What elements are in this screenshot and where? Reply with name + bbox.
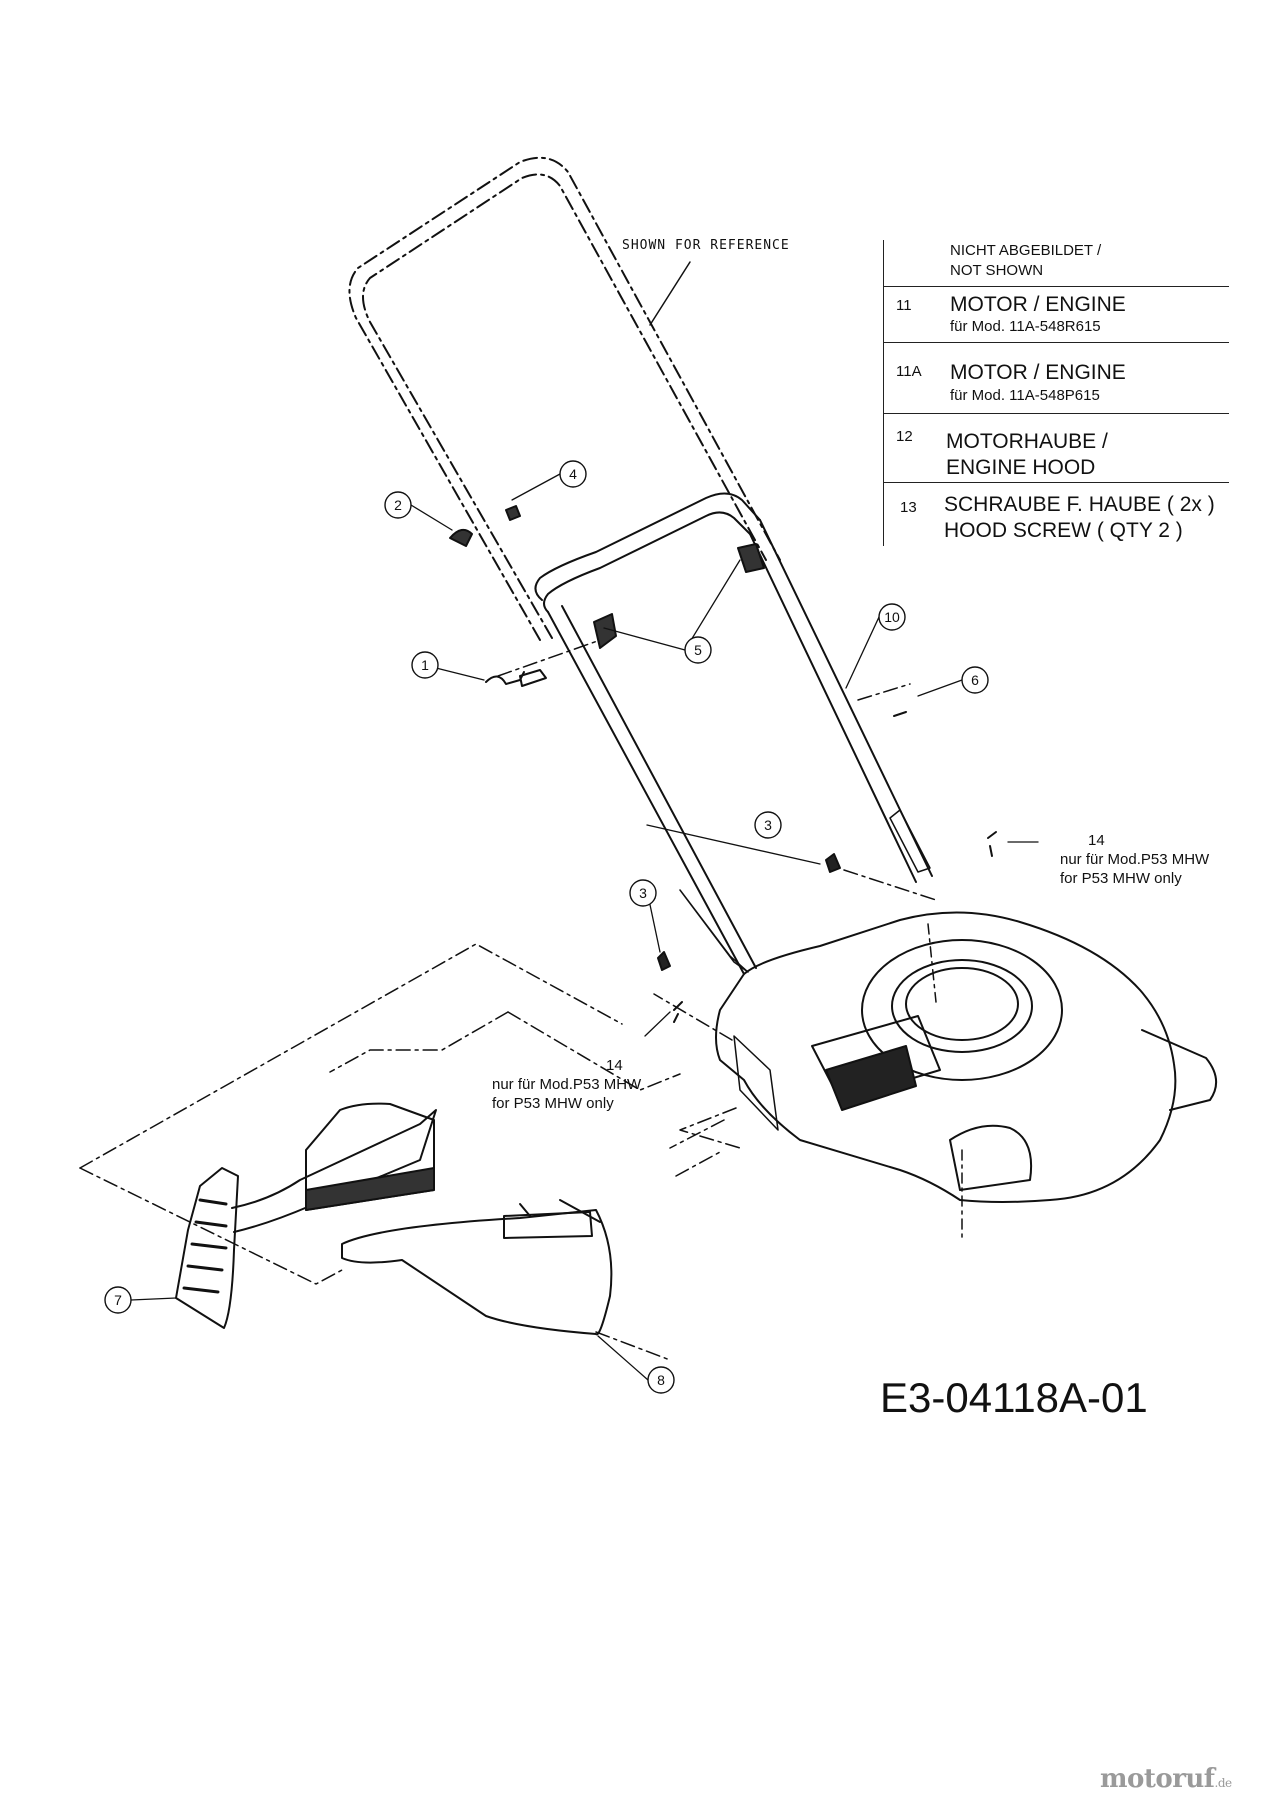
mower-deck	[715, 911, 1217, 1203]
grass-bag-frame	[175, 1102, 437, 1329]
part-number-1: 1	[421, 657, 429, 673]
upper-handle-reference	[348, 156, 781, 641]
legend-header-line2: NOT SHOWN	[950, 262, 1044, 279]
reference-leader	[649, 261, 691, 326]
part-bubble-10	[878, 603, 906, 631]
part-bubble-5	[684, 636, 712, 664]
part-number-10: 10	[884, 609, 900, 625]
legend-row-detail: ENGINE HOOD	[946, 456, 1096, 479]
legend-row-detail: HOOD SCREW ( QTY 2 )	[944, 519, 1183, 542]
legend-row-number: 11A	[896, 363, 922, 380]
callout-number: 14	[606, 1057, 623, 1074]
watermark-logo: motoruf.de	[1100, 1764, 1232, 1794]
part-number-4: 4	[569, 466, 577, 482]
legend-row-name: SCHRAUBE F. HAUBE ( 2x )	[944, 493, 1215, 516]
not-shown-legend: NICHT ABGEBILDET / NOT SHOWN 11 MOTOR / …	[883, 240, 1229, 546]
legend-row-13: 13 SCHRAUBE F. HAUBE ( 2x ) HOOD SCREW (…	[884, 483, 1229, 545]
part-bubble-2	[384, 491, 412, 519]
part-bubble-1	[411, 651, 439, 679]
leader-lines	[130, 473, 1039, 1381]
deflector	[341, 1199, 613, 1336]
legend-row-name: MOTOR / ENGINE	[950, 293, 1126, 316]
watermark-brand: motoruf	[1100, 1764, 1215, 1794]
part-bubble-8	[647, 1366, 675, 1394]
legend-header-line1: NICHT ABGEBILDET /	[950, 242, 1102, 259]
legend-row-detail: für Mod. 11A-548P615	[950, 387, 1100, 404]
deck-centerline	[927, 923, 963, 1241]
legend-row-12: 12 MOTORHAUBE / ENGINE HOOD	[884, 414, 1229, 483]
reference-note: SHOWN FOR REFERENCE	[622, 238, 790, 253]
drawing-code: E3-04118A-01	[880, 1374, 1148, 1421]
callout-part-14-left: 14 nur für Mod.P53 MHW for P53 MHW only	[492, 1056, 641, 1113]
part-bubble-4	[559, 460, 587, 488]
part-number-2: 2	[394, 497, 402, 513]
part-bubble-3b	[629, 879, 657, 907]
legend-row-number: 11	[896, 297, 912, 314]
legend-row-number: 12	[896, 428, 913, 445]
legend-row-detail: für Mod. 11A-548R615	[950, 318, 1101, 335]
callout-part-14-right: 14 nur für Mod.P53 MHW for P53 MHW only	[1060, 831, 1209, 888]
legend-row-name: MOTORHAUBE /	[946, 430, 1108, 453]
part-bubble-6	[961, 666, 989, 694]
lower-handle	[534, 492, 933, 975]
legend-row-11: 11 MOTOR / ENGINE für Mod. 11A-548R615	[884, 287, 1229, 343]
part-number-8: 8	[657, 1372, 665, 1388]
callout-line2: for P53 MHW only	[492, 1095, 614, 1112]
part-bubble-3a	[754, 811, 782, 839]
callout-line1: nur für Mod.P53 MHW	[492, 1076, 642, 1093]
hardware	[449, 505, 997, 1023]
part-number-5: 5	[694, 642, 702, 658]
part-number-3a: 3	[764, 817, 772, 833]
callout-line1: nur für Mod.P53 MHW	[1060, 851, 1210, 868]
callout-line2: for P53 MHW only	[1060, 870, 1182, 887]
legend-row-11a: 11A MOTOR / ENGINE für Mod. 11A-548P615	[884, 343, 1229, 414]
legend-row-number: 13	[900, 499, 917, 516]
part-bubble-7	[104, 1286, 132, 1314]
part-number-3b: 3	[639, 885, 647, 901]
legend-header: NICHT ABGEBILDET / NOT SHOWN	[884, 240, 1229, 287]
assembly-lines	[79, 637, 937, 1361]
legend-row-name: MOTOR / ENGINE	[950, 361, 1126, 384]
part-bubbles	[104, 460, 989, 1394]
watermark-tld: .de	[1214, 1776, 1233, 1790]
part-number-6: 6	[971, 672, 979, 688]
part-number-7: 7	[114, 1292, 122, 1308]
callout-number: 14	[1088, 832, 1105, 849]
